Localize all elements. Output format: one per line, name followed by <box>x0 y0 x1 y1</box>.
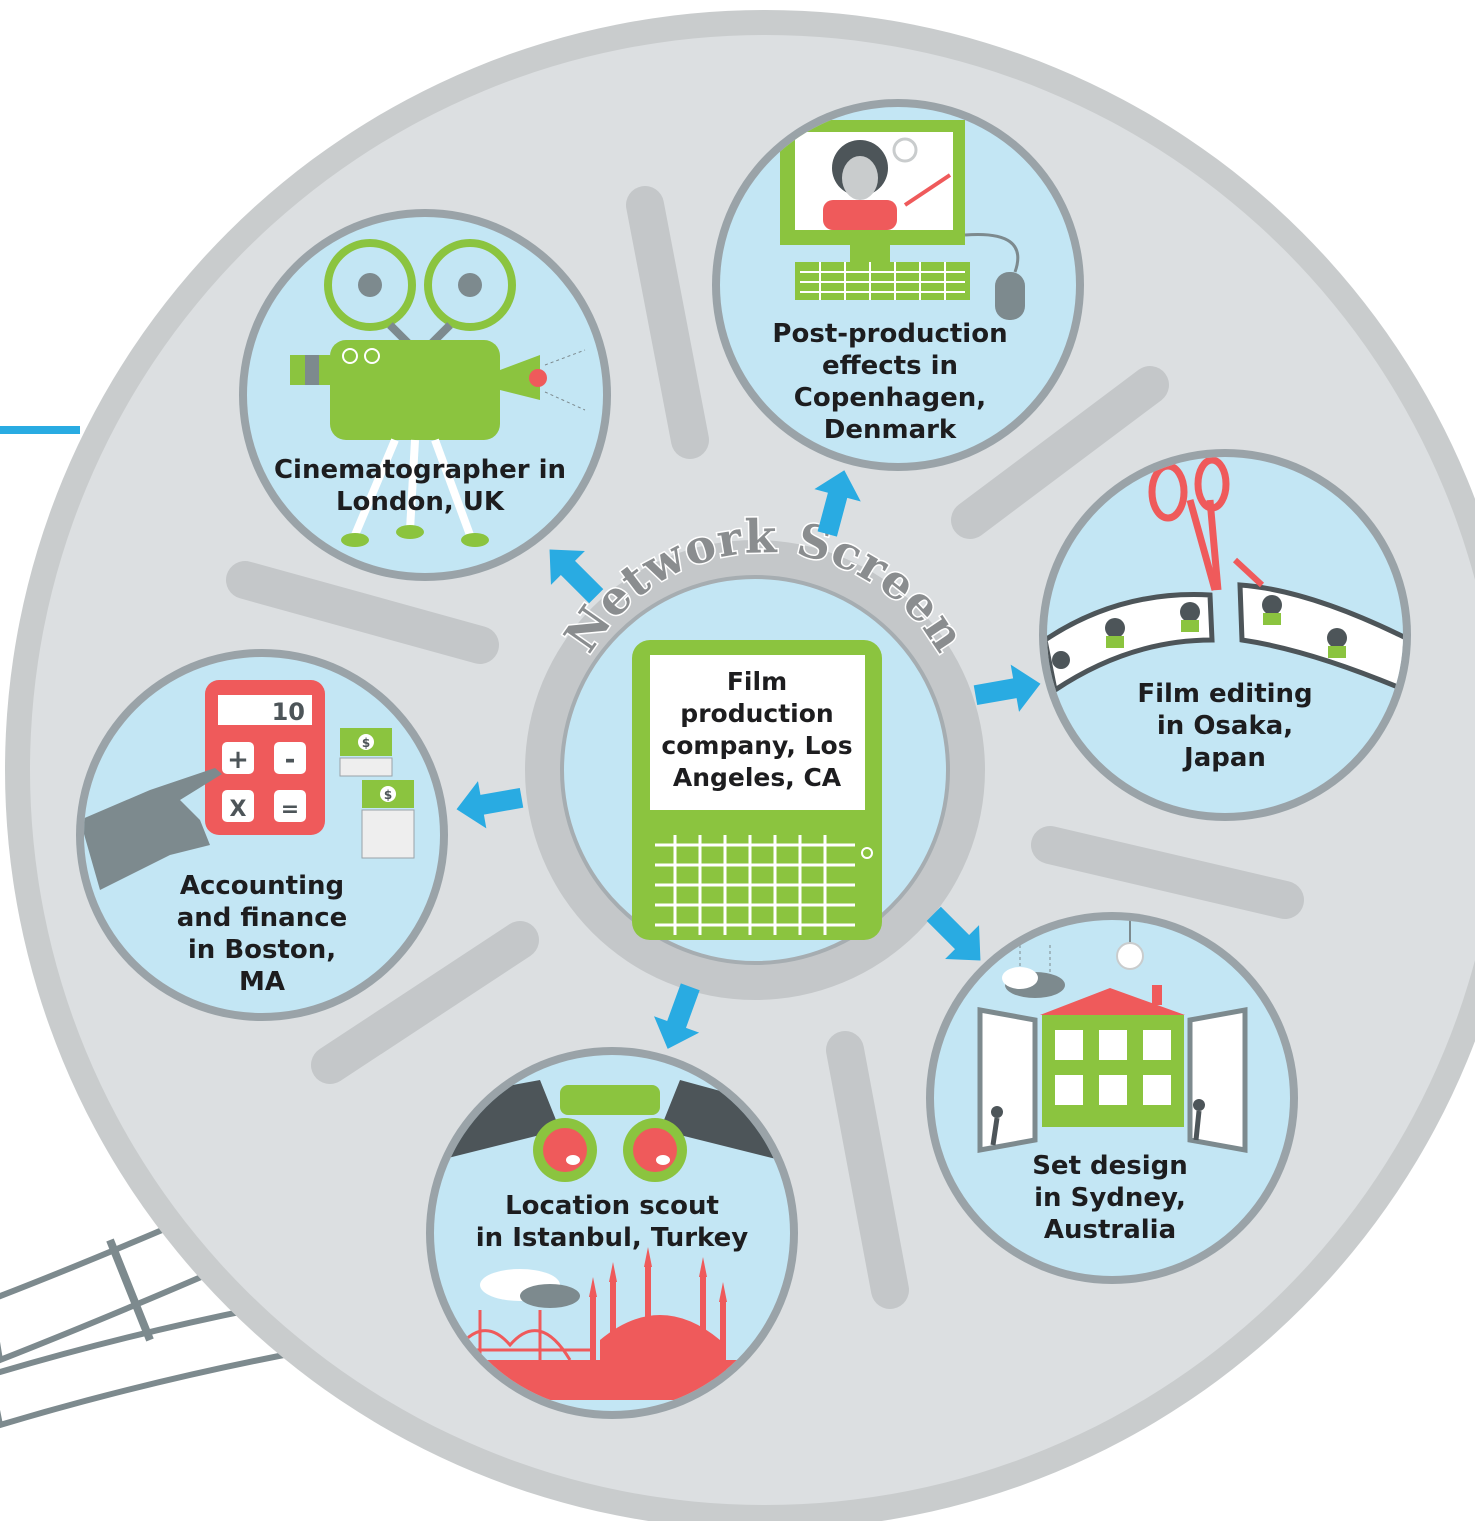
computer-artist-icon <box>780 120 1025 320</box>
svg-text:MA: MA <box>239 967 285 997</box>
calculator-money-icon: 10 + - X = $ $ <box>84 680 415 890</box>
svg-text:$: $ <box>384 788 392 802</box>
svg-text:10: 10 <box>272 698 305 726</box>
node-sydney: Set design in Sydney, Australia <box>926 912 1298 1284</box>
svg-text:$: $ <box>362 736 370 750</box>
node-boston: 10 + - X = $ $ <box>76 649 448 1021</box>
arrow-to-london <box>549 549 604 604</box>
svg-text:Film editing: Film editing <box>1137 679 1312 709</box>
connection-arrows <box>456 470 1041 1049</box>
device-icon <box>632 640 882 940</box>
svg-text:Post-production: Post-production <box>772 319 1007 349</box>
node-copenhagen: Post-production effects in Copenhagen, D… <box>712 99 1084 471</box>
svg-text:London, UK: London, UK <box>336 487 505 517</box>
film-camera-icon <box>290 239 586 547</box>
node-osaka: Film editing in Osaka, Japan <box>1039 449 1411 821</box>
svg-text:Angeles, CA: Angeles, CA <box>673 763 842 792</box>
svg-text:-: - <box>285 745 296 775</box>
svg-text:Set design: Set design <box>1032 1151 1188 1181</box>
arrow-to-osaka <box>973 664 1041 712</box>
svg-text:+: + <box>227 745 249 775</box>
svg-text:Film: Film <box>727 667 787 696</box>
money-stack: $ $ <box>339 728 415 859</box>
svg-text:and finance: and finance <box>177 903 348 933</box>
hub-label: Film production company, Los Angeles, CA <box>661 667 852 792</box>
arrow-to-sydney <box>926 906 981 961</box>
svg-text:Japan: Japan <box>1182 743 1266 773</box>
svg-text:Australia: Australia <box>1044 1215 1176 1245</box>
binoculars-skyline-icon <box>434 1080 790 1400</box>
arrow-to-boston <box>456 781 524 829</box>
svg-text:Copenhagen,: Copenhagen, <box>794 383 986 413</box>
svg-text:Cinematographer in: Cinematographer in <box>274 455 566 485</box>
svg-text:in Boston,: in Boston, <box>188 935 336 965</box>
svg-text:in Sydney,: in Sydney, <box>1034 1183 1186 1213</box>
decorative-line <box>0 426 80 434</box>
svg-text:Accounting: Accounting <box>180 871 344 901</box>
svg-text:=: = <box>281 797 299 822</box>
svg-text:X: X <box>230 797 247 822</box>
svg-text:production: production <box>680 699 833 728</box>
node-london: Cinematographer in London, UK <box>239 209 611 581</box>
set-house-icon <box>977 920 1248 1153</box>
arrow-to-istanbul <box>654 983 700 1049</box>
reel-spokes <box>226 186 1304 1309</box>
arrow-to-copenhagen <box>814 470 861 537</box>
svg-text:Denmark: Denmark <box>824 415 957 445</box>
svg-text:in Osaka,: in Osaka, <box>1157 711 1293 741</box>
film-strip-scissors-icon <box>1047 457 1403 695</box>
node-istanbul: Location scout in Istanbul, Turkey <box>426 1047 798 1419</box>
svg-text:company, Los: company, Los <box>661 731 852 760</box>
svg-text:in Istanbul, Turkey: in Istanbul, Turkey <box>476 1223 749 1253</box>
svg-text:effects in: effects in <box>822 351 958 381</box>
svg-text:Location scout: Location scout <box>505 1191 719 1221</box>
